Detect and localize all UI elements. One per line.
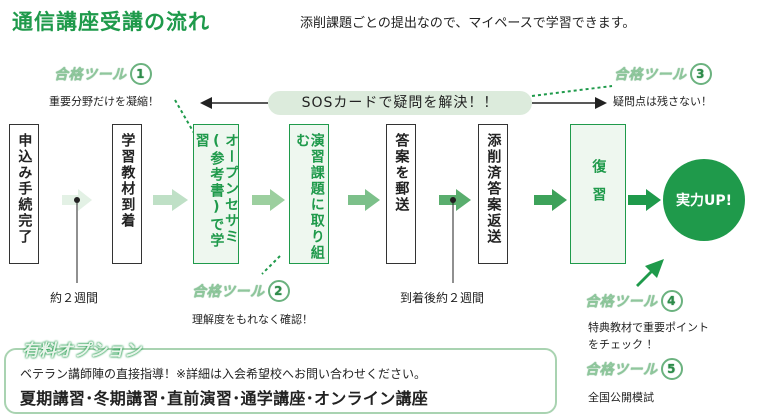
step-study-open-sesame: オープンセサミ(参考書)で学習: [193, 124, 239, 264]
flow-arrow-3: [252, 189, 285, 211]
step-graded-return: 添削済答案返送: [478, 124, 508, 264]
step-exercises: 演習課題に取り組む: [289, 124, 329, 264]
tool-4-desc-line2: をチェック ！: [588, 338, 658, 351]
paid-option-line1: ベテラン講師陣の直接指導！※詳細は入会希望校へお問い合わせください。: [20, 367, 427, 381]
flow-arrow-4: [348, 189, 380, 211]
step-materials-arrive: 学習教材到着: [112, 124, 142, 264]
tool-2-desc: 理解度をもれなく確認！: [192, 313, 313, 326]
note-after-arrival: 到着後約２週間: [400, 291, 485, 305]
flow-arrow-6: [534, 189, 567, 211]
paid-option-label: 有料オプション: [22, 341, 141, 361]
tool2-leader: [261, 255, 281, 275]
page-title: 通信講座受講の流れ: [12, 10, 210, 34]
flow-arrow-7: [628, 189, 661, 211]
note-two-weeks: 約２週間: [50, 291, 99, 305]
tool-5-desc: 全国公開模試: [588, 391, 654, 404]
paid-option-courses: 夏期講習･冬期講習･直前演習･通学講座･オンライン講座: [20, 389, 429, 408]
flow-arrow-2: [153, 189, 188, 211]
tool-1-desc: 重要分野だけを凝縮！: [49, 95, 159, 108]
tool-4-desc-line1: 特典教材で重要ポイント: [588, 321, 709, 334]
goal-arrow: [636, 259, 664, 287]
paid-option-box: [4, 348, 557, 414]
tool-3-desc: 疑問点は残さない！: [613, 95, 712, 108]
step-mail-answers: 答案を郵送: [386, 124, 416, 264]
tool3-leader: [531, 85, 613, 97]
step-review: 復習: [570, 124, 626, 264]
goal-circle: 実力UP!: [663, 159, 745, 241]
sos-card-pill: SOSカードで疑問を解決！！: [268, 91, 532, 115]
step-application: 申込み手続完了: [9, 124, 39, 264]
flow-arrows: [62, 189, 661, 211]
page-subtitle: 添削課題ごとの提出なので、マイペースで学習できます。: [300, 16, 636, 31]
